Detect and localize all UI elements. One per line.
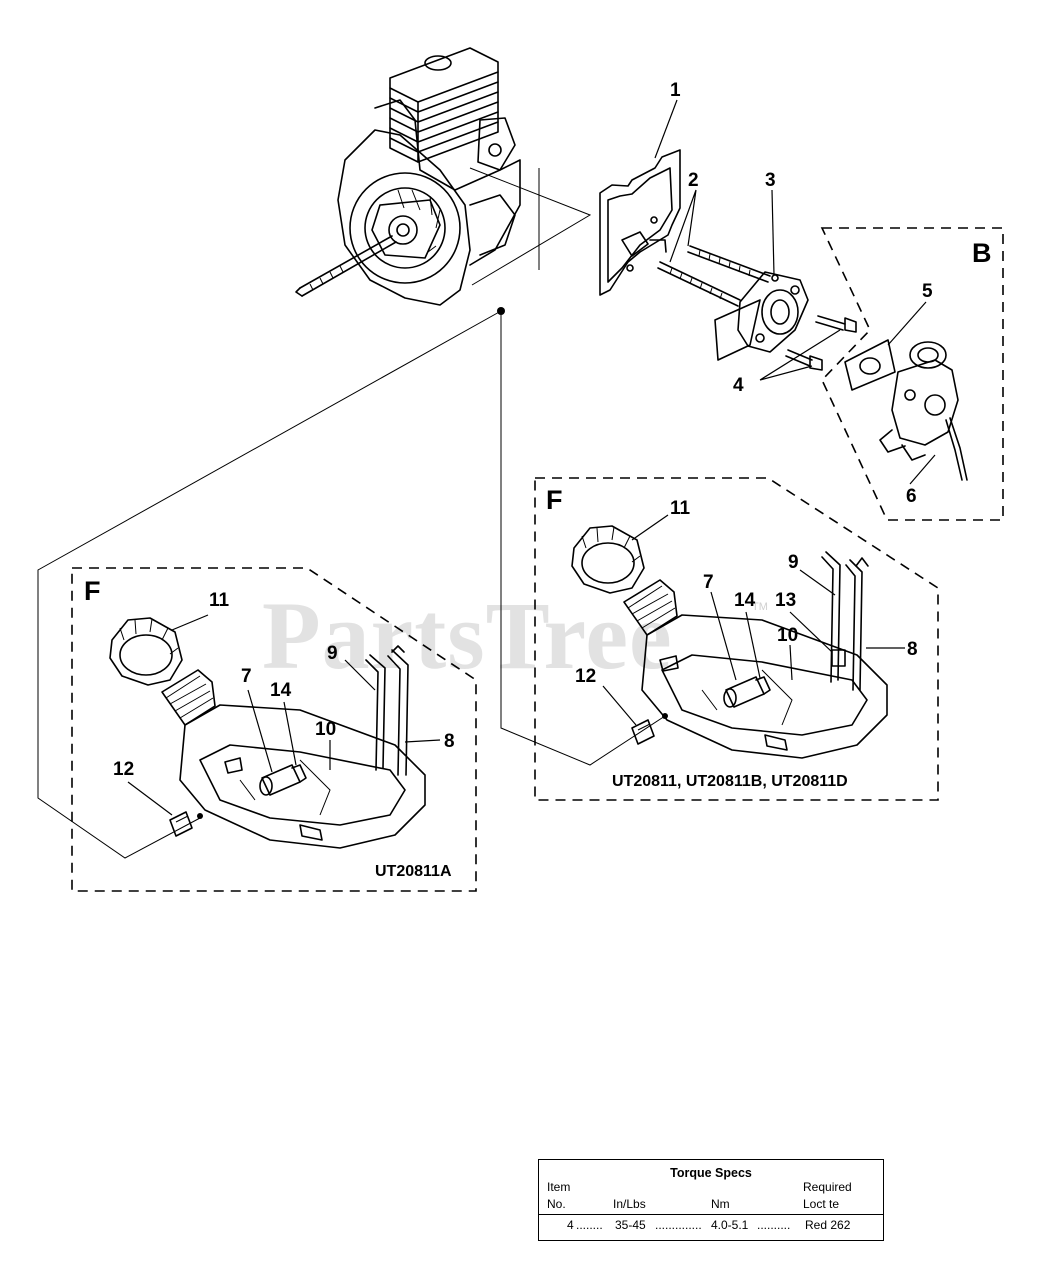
part-6-carburetor bbox=[879, 341, 968, 481]
callout-2: 2 bbox=[688, 170, 699, 191]
callout-5: 5 bbox=[922, 281, 933, 302]
right-tank-callout-leaders bbox=[602, 514, 905, 726]
callout-1: 1 bbox=[670, 80, 681, 101]
callout-3: 3 bbox=[765, 170, 776, 191]
header-inlbs: In/Lbs bbox=[613, 1197, 646, 1211]
header-required: Required bbox=[803, 1180, 852, 1194]
left-callout-12: 12 bbox=[113, 759, 134, 780]
model-label-right: UT20811, UT20811B, UT20811D bbox=[612, 773, 848, 790]
right-callout-11: 11 bbox=[670, 498, 691, 519]
callout-4: 4 bbox=[733, 375, 744, 396]
left-callout-8: 8 bbox=[444, 731, 455, 752]
header-no: No. bbox=[547, 1197, 566, 1211]
right-callout-8: 8 bbox=[907, 639, 918, 660]
right-fuel-tank bbox=[571, 525, 888, 759]
engine-connector-lines bbox=[469, 167, 592, 286]
right-callout-13: 13 bbox=[775, 590, 796, 611]
engine-crankcase bbox=[295, 47, 521, 306]
right-callout-14: 14 bbox=[734, 590, 756, 611]
row-item: 4 bbox=[567, 1218, 574, 1232]
torque-specs-table: Torque Specs Item No. In/Lbs Nm Required… bbox=[538, 1159, 884, 1241]
engine-callout-leaders bbox=[654, 99, 936, 485]
model-label-left: UT20811A bbox=[375, 863, 452, 880]
callout-6: 6 bbox=[906, 486, 917, 507]
right-callout-12: 12 bbox=[575, 666, 596, 687]
left-callout-14: 14 bbox=[270, 680, 292, 701]
leader-right-tank bbox=[500, 311, 666, 766]
table-divider bbox=[539, 1214, 883, 1215]
header-item: Item bbox=[547, 1180, 571, 1194]
part-4-screws bbox=[785, 315, 857, 371]
watermark: PartsTree bbox=[262, 582, 673, 689]
group-f-right-letter: F bbox=[546, 485, 563, 515]
part-5-gasket bbox=[844, 339, 896, 391]
right-callout-10: 10 bbox=[777, 625, 798, 646]
header-nm: Nm bbox=[711, 1197, 730, 1211]
left-callout-11: 11 bbox=[209, 590, 230, 611]
group-f-right-outline bbox=[534, 477, 939, 801]
watermark-trademark: TM bbox=[752, 601, 768, 613]
group-f-left-letter: F bbox=[84, 576, 101, 606]
right-callout-7: 7 bbox=[703, 572, 714, 593]
left-callout-10: 10 bbox=[315, 719, 336, 740]
row-nm: 4.0-5.1 bbox=[711, 1218, 749, 1232]
row-inlbs: 35-45 bbox=[615, 1218, 646, 1232]
group-b-letter: B bbox=[972, 238, 992, 268]
left-tank-callout-leaders bbox=[127, 614, 441, 816]
left-callout-9: 9 bbox=[327, 643, 338, 664]
leader-left-tank bbox=[37, 310, 502, 859]
torque-specs-title: Torque Specs bbox=[670, 1166, 752, 1180]
group-f-left-outline bbox=[71, 567, 477, 892]
header-loctite: Loct te bbox=[803, 1197, 840, 1211]
group-b-outline bbox=[820, 227, 1004, 521]
row-loctite: Red 262 bbox=[805, 1218, 851, 1232]
left-callout-7: 7 bbox=[241, 666, 252, 687]
part-2-studs bbox=[657, 245, 771, 307]
right-callout-9: 9 bbox=[788, 552, 799, 573]
part-1-insulator-gasket bbox=[599, 149, 681, 296]
left-fuel-tank bbox=[109, 617, 426, 849]
part-3-carburetor-adapter bbox=[714, 271, 809, 361]
